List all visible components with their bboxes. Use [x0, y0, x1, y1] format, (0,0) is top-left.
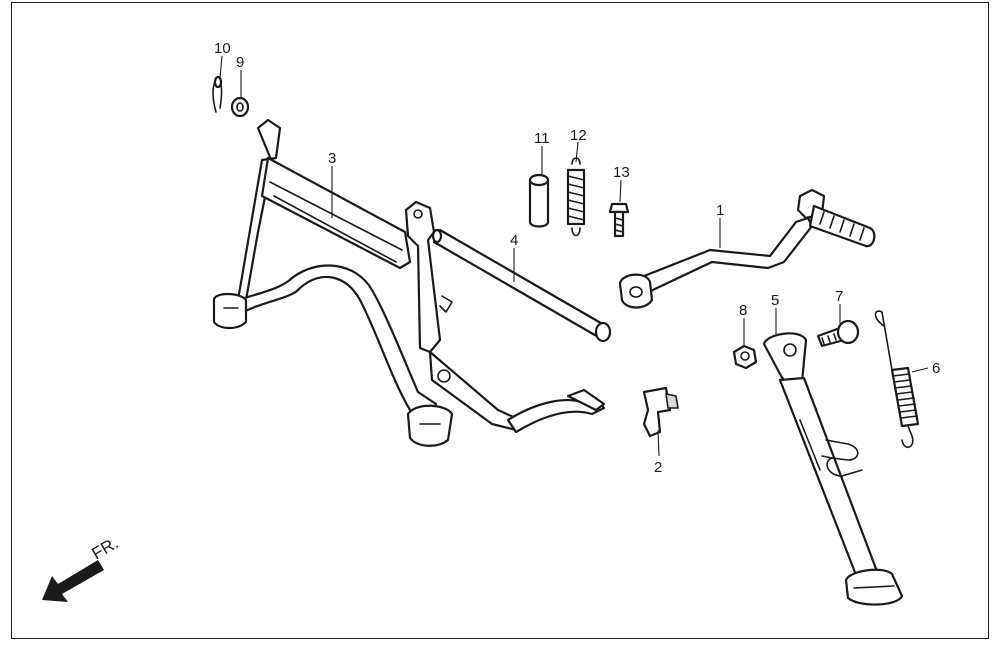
main-stand-part-3	[212, 118, 606, 447]
cotter-pin-part-10	[212, 75, 223, 113]
side-stand-part-5	[762, 332, 904, 606]
callout-11: 11	[534, 130, 550, 147]
bolt-part-13	[608, 202, 630, 238]
callout-1: 1	[716, 202, 724, 219]
callout-9: 9	[236, 54, 244, 71]
spring-part-12	[566, 157, 586, 237]
callout-7: 7	[835, 288, 843, 305]
kick-starter-arm-part-1	[618, 188, 876, 309]
callout-3: 3	[328, 150, 336, 167]
nut-part-8	[732, 344, 758, 370]
arrow-down-left-icon	[42, 560, 104, 602]
pivot-shaft-part-4	[431, 228, 612, 343]
callout-5: 5	[771, 292, 779, 309]
callout-8: 8	[739, 302, 747, 319]
leader-lines	[219, 55, 929, 457]
callout-13: 13	[613, 164, 630, 181]
callout-10: 10	[214, 40, 231, 57]
front-label: FR.	[89, 533, 122, 563]
side-stand-spring-part-6	[874, 310, 920, 448]
bracket-part-2	[642, 386, 679, 438]
callout-6: 6	[932, 360, 940, 377]
callout-12: 12	[570, 127, 587, 144]
callout-2: 2	[654, 459, 662, 476]
diagram-frame	[11, 2, 989, 639]
washer-part-9	[230, 96, 250, 118]
front-direction-indicator: FR.	[42, 533, 122, 602]
pivot-bolt-part-7	[816, 319, 860, 348]
collar-part-11	[528, 173, 550, 228]
callout-4: 4	[510, 232, 518, 249]
